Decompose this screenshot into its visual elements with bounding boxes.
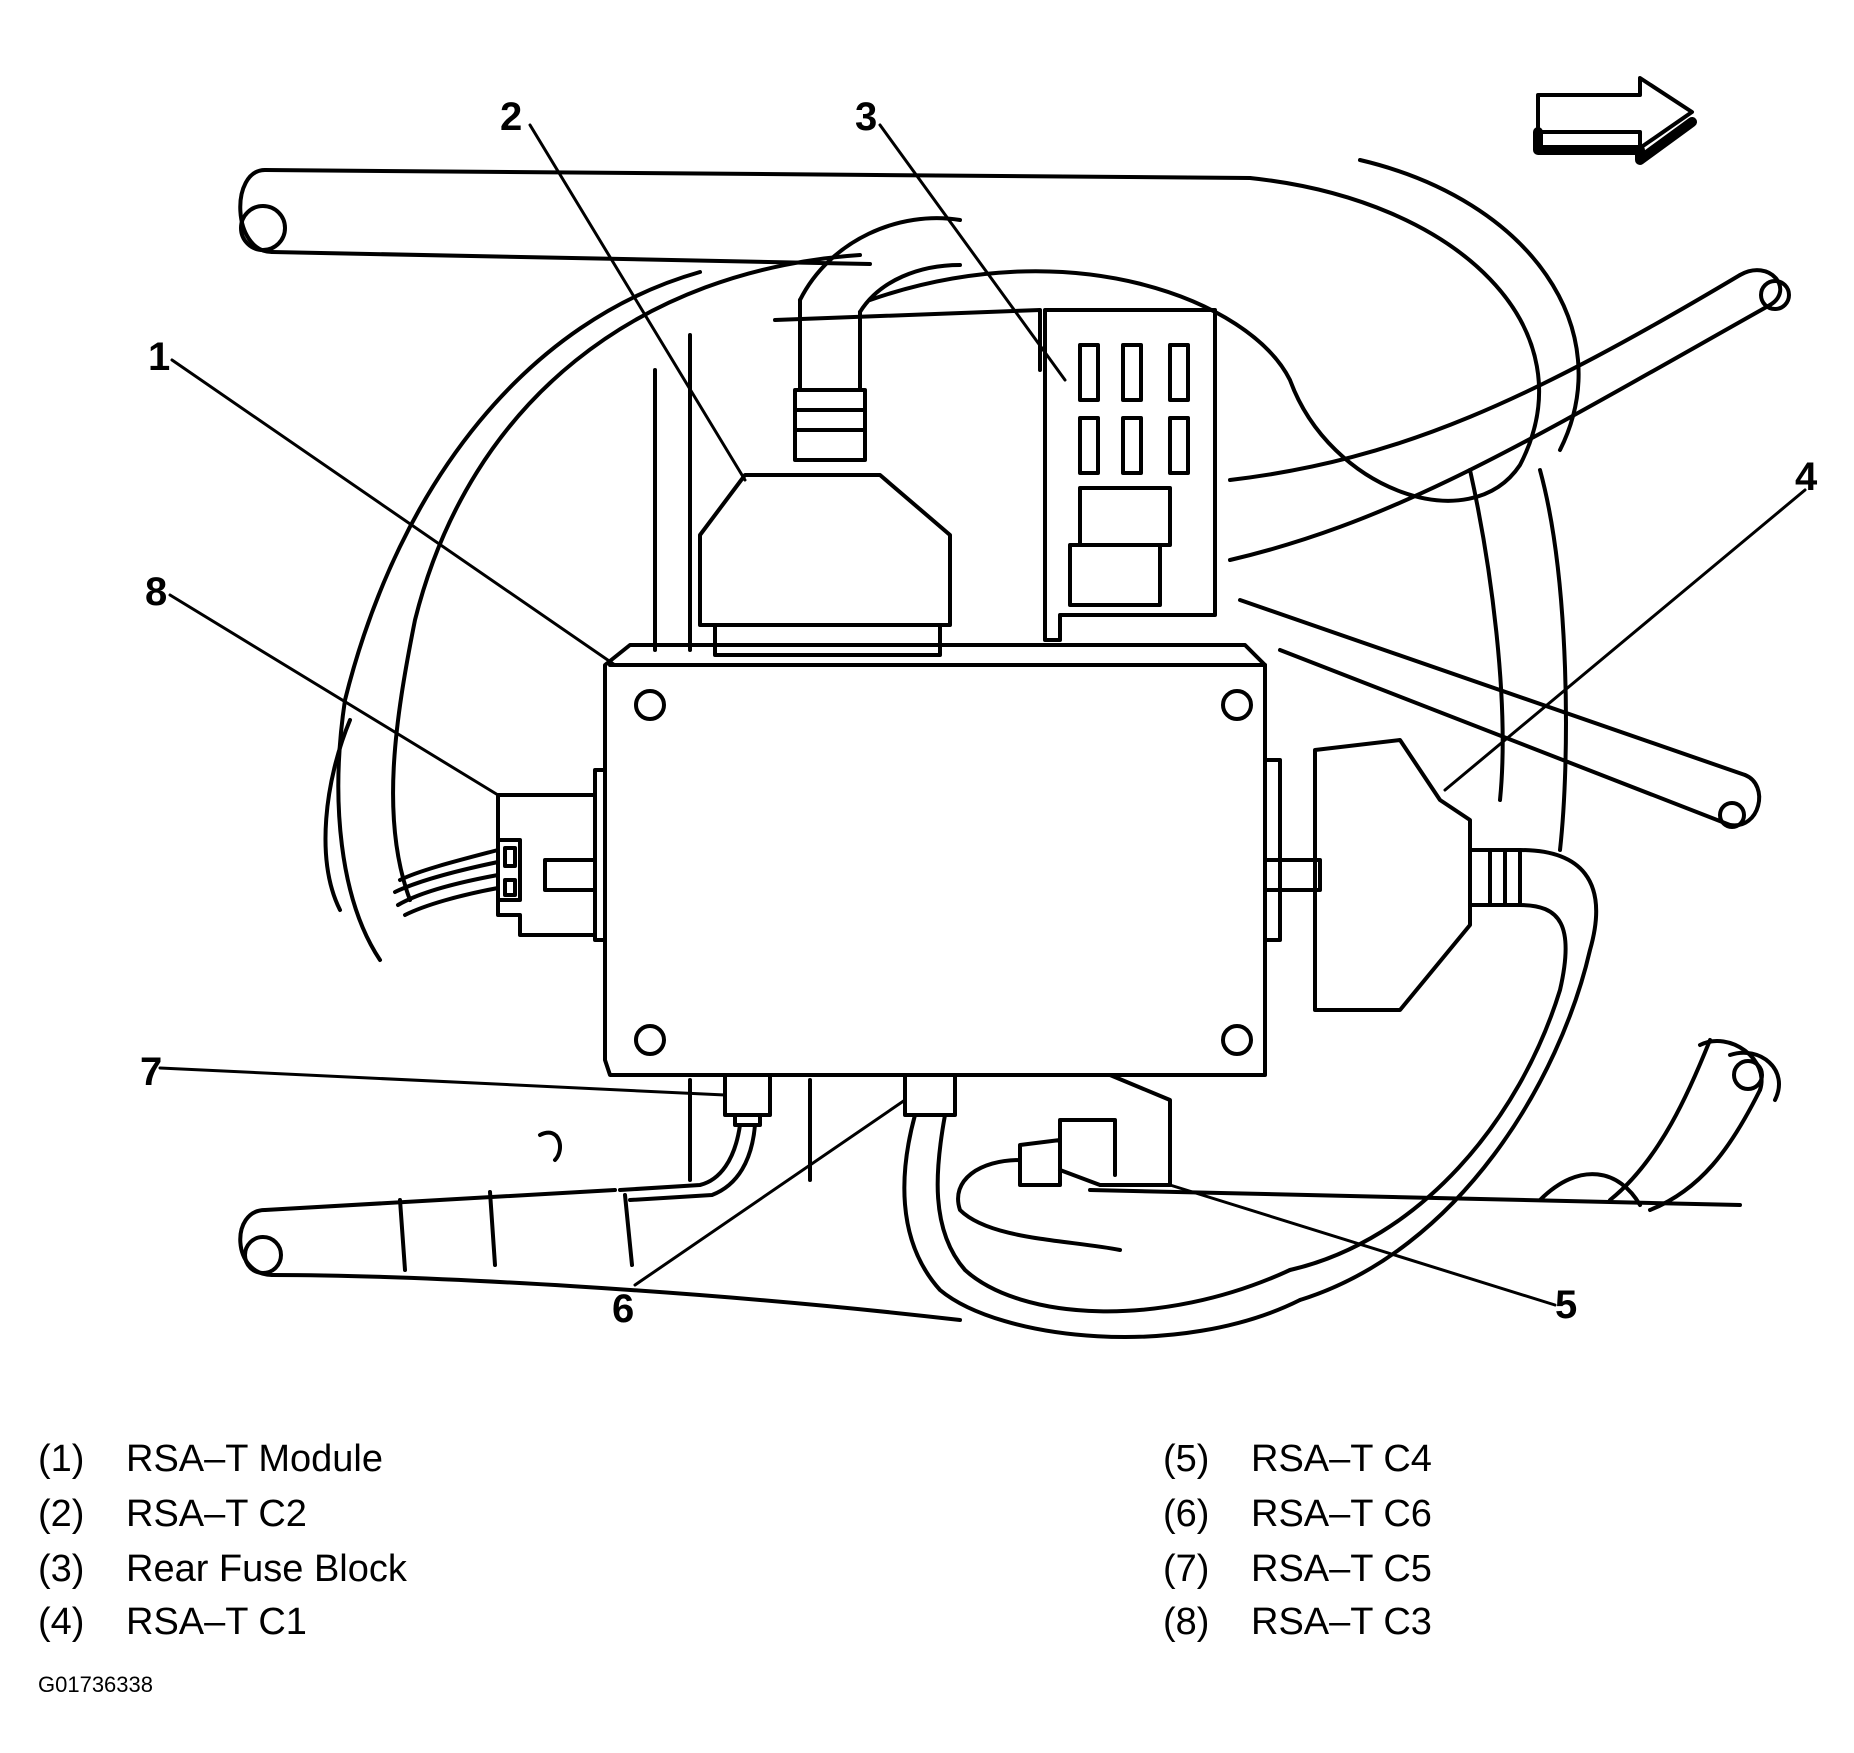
legend-number: (6): [1163, 1493, 1210, 1535]
legend-number: (5): [1163, 1438, 1210, 1480]
legend-item-1: (1) RSA–T Module: [38, 1440, 383, 1478]
mounting-bracket: [653, 308, 1742, 1207]
callout-2: 2: [500, 95, 522, 139]
bottom-wire-harness: [238, 1038, 1781, 1322]
legend-number: (2): [38, 1493, 85, 1535]
legend-label: RSA–T C3: [1251, 1601, 1432, 1643]
legend-item-4: (4) RSA–T C1: [38, 1603, 307, 1641]
callout-leader-lines: [158, 123, 1807, 1307]
legend-label: RSA–T C6: [1251, 1493, 1432, 1535]
callout-3: 3: [855, 95, 877, 139]
loop-wire-harness: [323, 158, 1581, 962]
legend-item-5: (5) RSA–T C4: [1163, 1440, 1432, 1478]
c1-connector: [1263, 738, 1599, 1302]
rsa-t-module: [593, 643, 1282, 1077]
callout-7: 7: [140, 1050, 162, 1094]
callout-8: 8: [145, 570, 167, 614]
legend-item-3: (3) Rear Fuse Block: [38, 1550, 407, 1588]
legend-label: RSA–T C5: [1251, 1548, 1432, 1590]
legend-label: RSA–T Module: [126, 1438, 383, 1480]
legend-item-8: (8) RSA–T C3: [1163, 1603, 1432, 1641]
legend-item-2: (2) RSA–T C2: [38, 1495, 307, 1533]
legend-item-7: (7) RSA–T C5: [1163, 1550, 1432, 1588]
callout-1: 1: [148, 335, 170, 379]
legend-label: RSA–T C4: [1251, 1438, 1432, 1480]
c3-connector: [393, 793, 597, 937]
legend-number: (1): [38, 1438, 85, 1480]
rear-fuse-block: [1043, 308, 1217, 642]
legend-number: (4): [38, 1601, 85, 1643]
legend-number: (7): [1163, 1548, 1210, 1590]
callout-4: 4: [1795, 455, 1818, 499]
right-wire-branches: [1228, 268, 1791, 829]
top-wire-harness: [238, 168, 1252, 266]
legend-label: RSA–T C1: [126, 1601, 307, 1643]
figure-id: G01736338: [38, 1672, 153, 1697]
legend-number: (8): [1163, 1601, 1210, 1643]
callout-5: 5: [1555, 1283, 1577, 1327]
direction-arrow-icon: [1533, 76, 1697, 165]
callout-6: 6: [612, 1287, 634, 1331]
legend-item-6: (6) RSA–T C6: [1163, 1495, 1432, 1533]
c2-connector: [698, 216, 962, 657]
legend-label: RSA–T C2: [126, 1493, 307, 1535]
legend-number: (3): [38, 1548, 85, 1590]
legend-label: Rear Fuse Block: [126, 1548, 407, 1590]
